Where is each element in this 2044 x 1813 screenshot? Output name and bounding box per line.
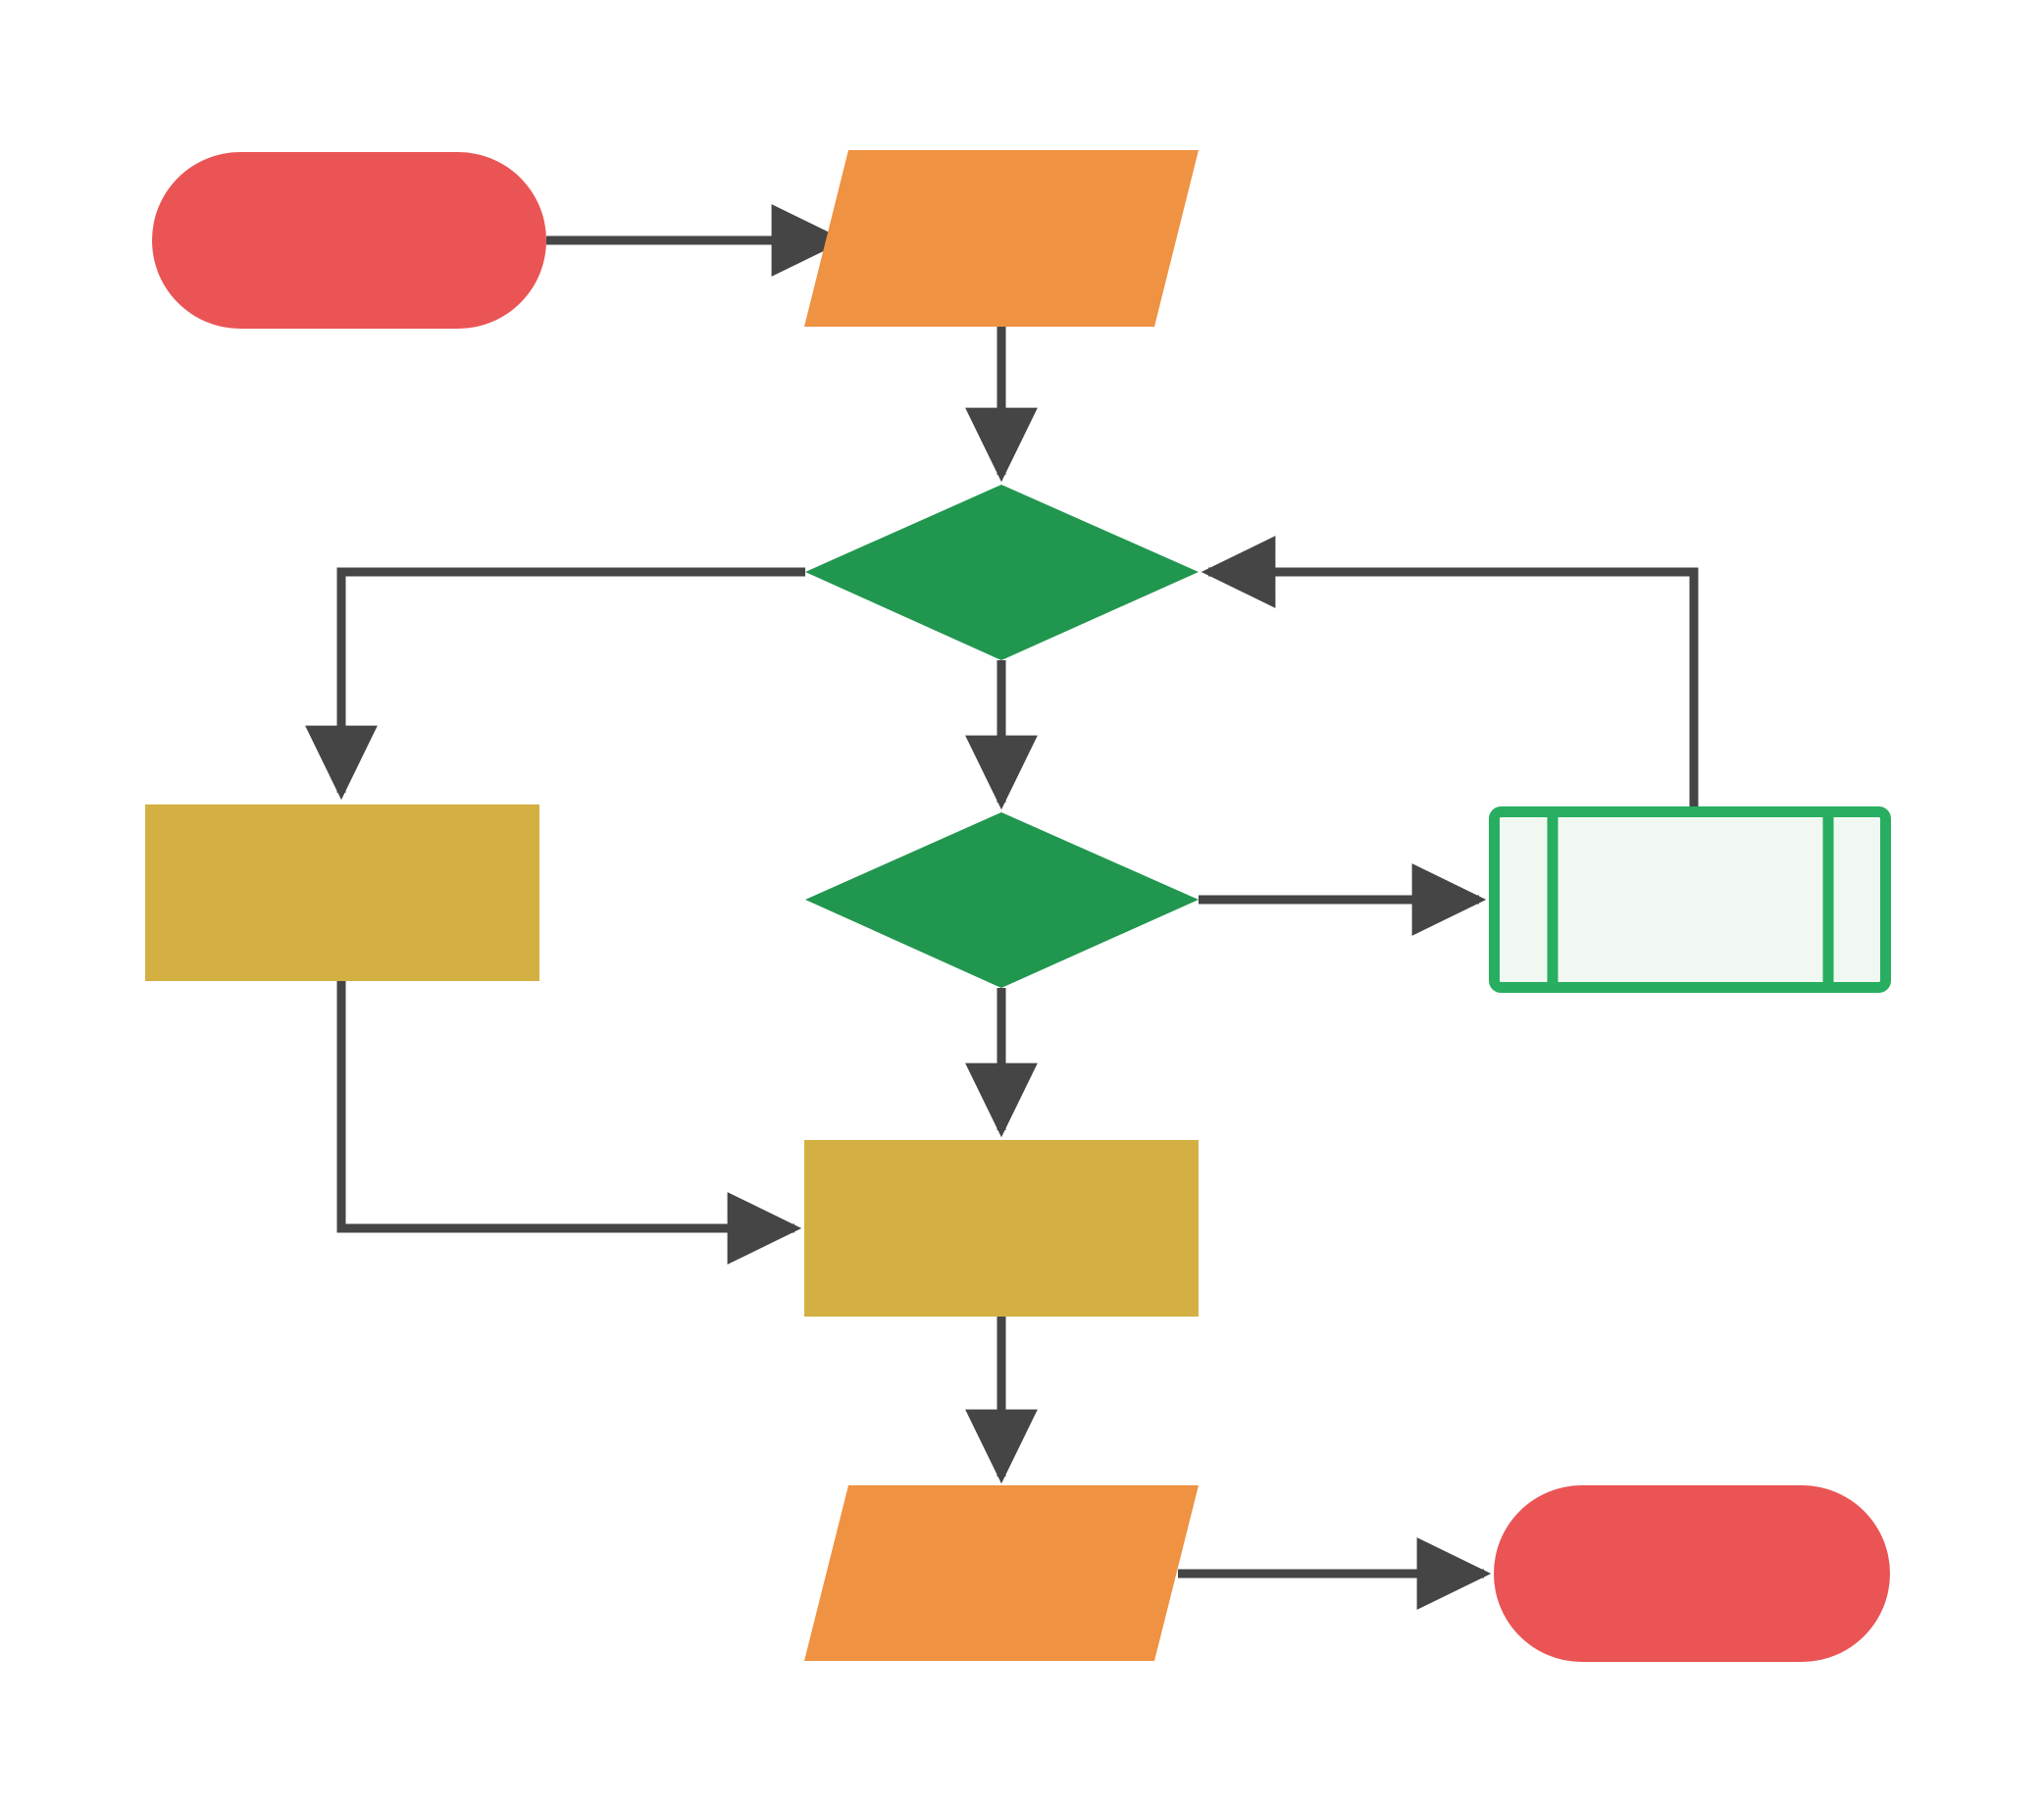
node-decision-1[interactable]	[805, 485, 1199, 660]
edge-process-left-to-process-center	[336, 981, 802, 1265]
node-end-terminator[interactable]	[1494, 1485, 1890, 1662]
edge-decision1-to-process-left	[305, 567, 805, 801]
node-input-parallelogram[interactable]	[804, 150, 1199, 327]
node-start-terminator[interactable]	[152, 152, 546, 329]
node-layer	[145, 150, 1891, 1662]
edge-layer	[305, 204, 1699, 1610]
node-output-parallelogram[interactable]	[804, 1485, 1199, 1661]
node-process-center[interactable]	[804, 1140, 1199, 1317]
edge-subroutine-to-decision1	[1201, 536, 1699, 806]
node-process-left[interactable]	[145, 804, 539, 981]
node-decision-2[interactable]	[805, 812, 1199, 988]
node-subroutine[interactable]	[1489, 806, 1891, 993]
